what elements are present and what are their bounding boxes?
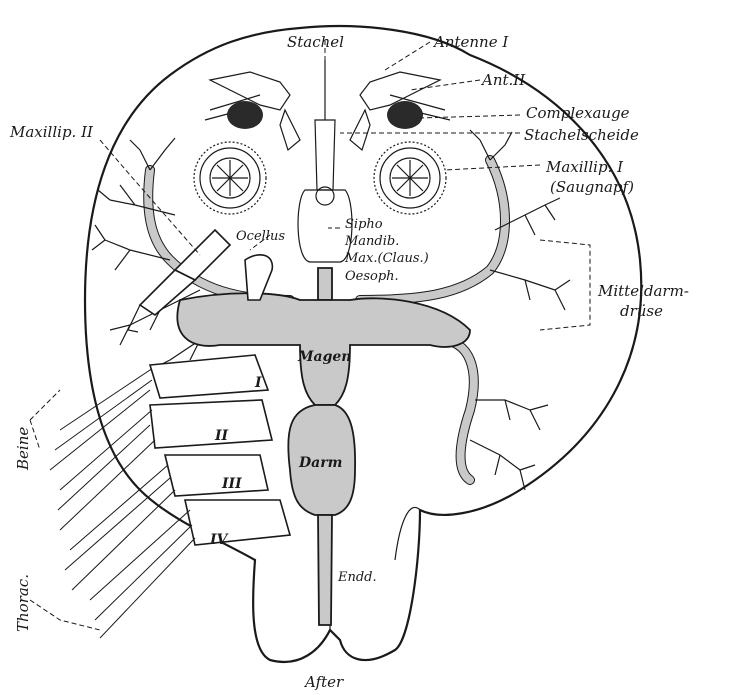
label-oesoph: Oesoph. [345, 269, 399, 284]
sucker-left [194, 142, 266, 214]
label-enddarm: Endd. [337, 570, 377, 585]
label-thorac: Thorac. [14, 574, 32, 632]
label-after: After [303, 673, 344, 691]
digestive-tract [177, 268, 470, 625]
label-sipho: Sipho [345, 217, 383, 232]
sucker-right [374, 142, 446, 214]
label-leg-2: II [214, 428, 229, 444]
label-maxillip-1: Maxillip. I [545, 158, 624, 176]
label-antenne-1: Antenne I [432, 33, 509, 51]
label-magen: Magen [297, 349, 351, 365]
label-ant-2: Ant.II [480, 71, 526, 89]
label-darm: Darm [298, 455, 342, 471]
label-leg-1: I [254, 375, 262, 391]
oesophagus [318, 268, 332, 300]
label-stachelscheide: Stachelscheide [524, 126, 639, 144]
label-mitteldarm-1: Mitteldarm- [597, 282, 689, 300]
label-beine: Beine [14, 427, 32, 471]
end-gut [318, 515, 332, 625]
label-mandib: Mandib. [344, 234, 399, 249]
label-leg-4: IV [209, 532, 230, 548]
label-leg-3: III [221, 476, 242, 492]
label-saugnapf: (Saugnapf) [550, 178, 634, 196]
label-complexauge: Complexauge [526, 104, 630, 122]
label-mitteldarm-2: drüse [620, 302, 663, 320]
label-ocellus: Ocellus [236, 229, 285, 244]
label-maxillip-2: Maxillip. II [9, 123, 94, 141]
stylet-apparatus [298, 60, 352, 262]
stylet-sheath [315, 120, 335, 190]
label-stachel: Stachel [287, 33, 344, 51]
sipho [298, 190, 352, 262]
label-max-claus: Max.(Claus.) [344, 251, 429, 266]
